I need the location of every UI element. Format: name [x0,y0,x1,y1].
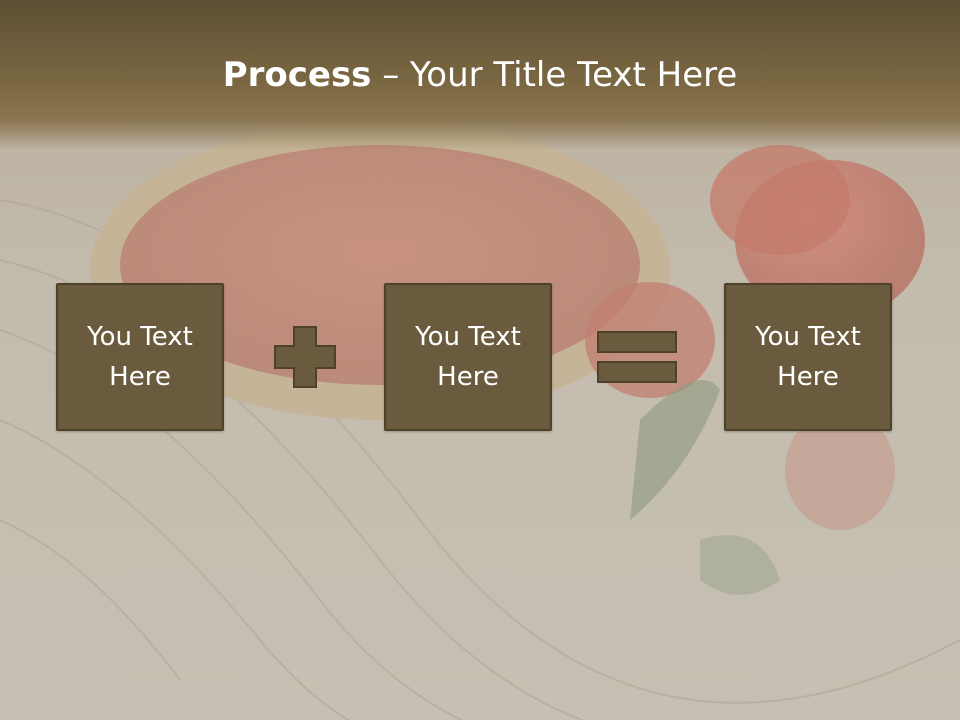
plus-icon [274,326,336,388]
process-box-3-text: You Text Here [755,322,861,392]
title-keyword: Process [222,55,372,95]
process-box-3[interactable]: You Text Here [724,283,892,431]
process-box-1-text: You Text Here [87,322,193,392]
slide-title: Process – Your Title Text Here [0,52,960,98]
title-text: – Your Title Text Here [371,55,738,95]
process-box-1[interactable]: You Text Here [56,283,224,431]
equals-icon [597,331,677,383]
process-box-2-text: You Text Here [415,322,521,392]
process-box-2[interactable]: You Text Here [384,283,552,431]
title-bar [0,0,960,150]
